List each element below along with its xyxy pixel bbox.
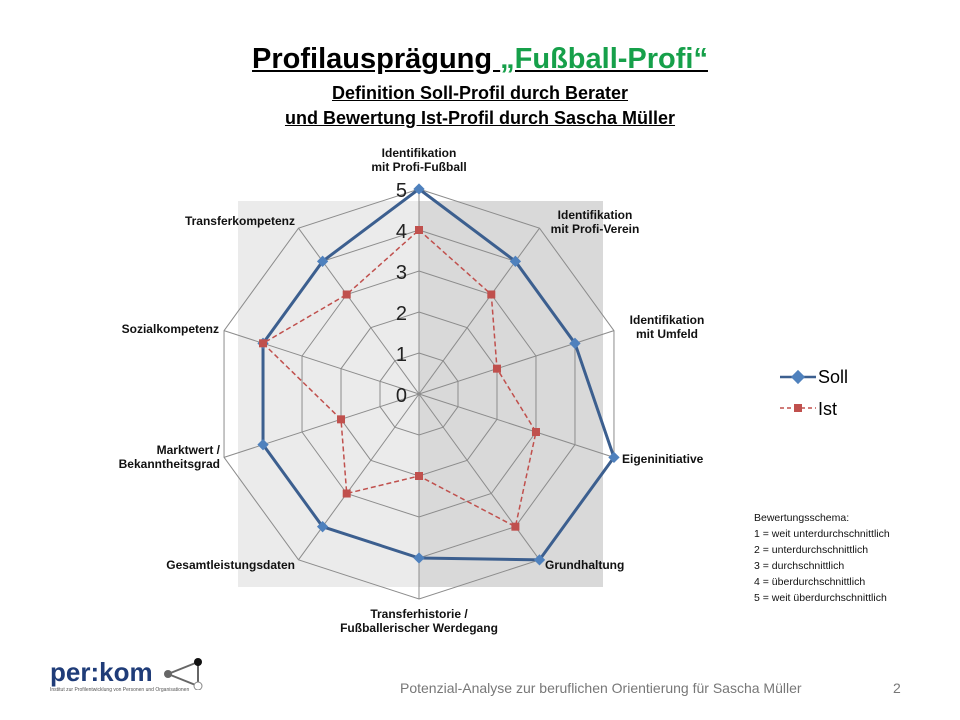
legend-soll: Soll [818, 367, 849, 387]
axis-label: Eigeninitiative [622, 452, 703, 466]
title-highlight: „Fußball-Profi“ [500, 43, 708, 75]
perkom-logo: per:kom Institut zur Profilentwicklung v… [50, 657, 203, 693]
data-point-soll [413, 552, 425, 564]
axis-label: Transferkompetenz [185, 214, 295, 228]
axis-label-line: Eigeninitiative [622, 452, 704, 466]
axis-label-line: Identifikation [381, 146, 457, 160]
subtitle-2: und Bewertung Ist-Profil durch Sascha Mü… [284, 108, 676, 128]
data-point-ist [342, 290, 351, 299]
axis-label: Marktwert /Bekanntheitsgrad [119, 443, 220, 471]
data-point-soll [569, 337, 581, 349]
data-point-ist [415, 472, 423, 480]
scheme-item: 4 = überdurchschnittlich [754, 576, 866, 588]
data-point-soll [608, 451, 620, 464]
scheme-item: 1 = weit unterdurchschnittlich [754, 528, 890, 540]
page-number: 2 [893, 680, 901, 696]
tick-label: 4 [396, 221, 407, 243]
axis-spoke [418, 393, 615, 458]
axis-label-line: mit Profi-Fußball [371, 160, 467, 174]
axis-label-line: Transferkompetenz [184, 214, 295, 228]
data-point-ist [531, 428, 540, 437]
data-point-soll [533, 554, 546, 566]
legend-soll-marker [790, 369, 806, 385]
subtitle-1: Definition Soll-Profil durch Berater [331, 83, 629, 103]
data-point-soll [257, 439, 269, 451]
axis-label-line: mit Umfeld [635, 327, 698, 341]
axis-label-line: Bekanntheitsgrad [118, 457, 220, 471]
logo-subtitle: Institut zur Profilentwicklung von Perso… [50, 687, 190, 693]
slide-title: Profilausprägung „Fußball-Profi“ [0, 42, 960, 76]
axis-label-line: Gesamtleistungsdaten [166, 558, 295, 572]
axis-label: Gesamtleistungsdaten [166, 558, 295, 572]
axis-label: Grundhaltung [545, 558, 624, 572]
axis-label-line: Identifikation [629, 313, 705, 327]
data-point-ist [337, 415, 346, 424]
tick-label: 2 [396, 303, 407, 325]
data-point-ist [511, 522, 520, 531]
scheme-item: 2 = unterdurchschnittlich [754, 544, 869, 556]
tick-label: 3 [396, 262, 407, 284]
axis-label-line: Marktwert / [156, 443, 220, 457]
plot-bg-right [419, 201, 603, 587]
axis-label-line: Sozialkompetenz [121, 322, 219, 336]
rating-scheme: Bewertungsschema: 1 = weit unterdurchsch… [754, 510, 890, 606]
data-point-ist [259, 339, 268, 348]
data-point-soll [413, 183, 425, 195]
scheme-item: 3 = durchschnittlich [754, 560, 845, 572]
data-point-soll [316, 255, 329, 267]
scheme-title: Bewertungsschema: [754, 512, 850, 524]
axis-label-line: Fußballerischer Werdegang [340, 621, 498, 635]
axis-spoke [223, 330, 420, 395]
tick-label: 5 [396, 180, 407, 202]
data-point-ist [492, 364, 501, 373]
data-point-ist [342, 489, 351, 498]
legend-markers [780, 369, 816, 412]
scheme-item: 5 = weit überdurchschnittlich [754, 592, 887, 604]
axis-label-line: Grundhaltung [545, 558, 625, 572]
axis-label: Transferhistorie /Fußballerischer Werdeg… [319, 607, 519, 635]
data-point-soll [316, 521, 329, 533]
plot-bg-left [238, 201, 419, 587]
axis-spoke [223, 393, 420, 458]
axis-spoke [418, 227, 540, 395]
axis-spoke [298, 227, 420, 395]
legend-ist-marker [794, 404, 802, 412]
axis-spoke [298, 393, 420, 561]
data-point-soll [509, 255, 522, 267]
title-main: Profilausprägung [252, 43, 501, 75]
tick-label: 1 [396, 344, 407, 366]
tick-label: 0 [396, 385, 407, 407]
legend-ist: Ist [818, 399, 838, 419]
axis-label-line: Transferhistorie / [370, 607, 468, 621]
logo-text: per:kom [50, 657, 153, 687]
axis-label-line: Identifikation [557, 208, 633, 222]
data-point-ist [415, 226, 423, 234]
logo-triangle-icon [164, 658, 203, 690]
footer-text: Potenzial-Analyse zur beruflichen Orient… [400, 680, 802, 696]
axis-label: Sozialkompetenz [122, 322, 219, 336]
axis-spoke [418, 393, 540, 561]
axis-label-line: mit Profi-Verein [550, 222, 640, 236]
data-point-ist [487, 290, 496, 299]
axis-spoke [418, 330, 615, 395]
